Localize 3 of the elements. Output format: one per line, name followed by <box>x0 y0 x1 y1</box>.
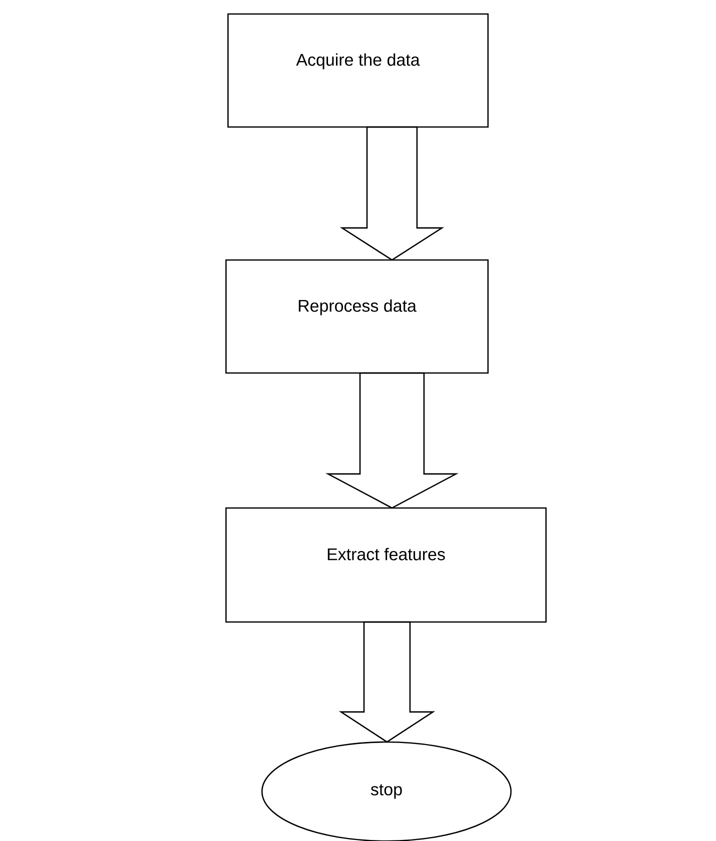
process-box: Acquire the data <box>227 13 489 128</box>
process-box: Reprocess data <box>225 259 489 374</box>
process-box: Extract features <box>225 507 547 623</box>
